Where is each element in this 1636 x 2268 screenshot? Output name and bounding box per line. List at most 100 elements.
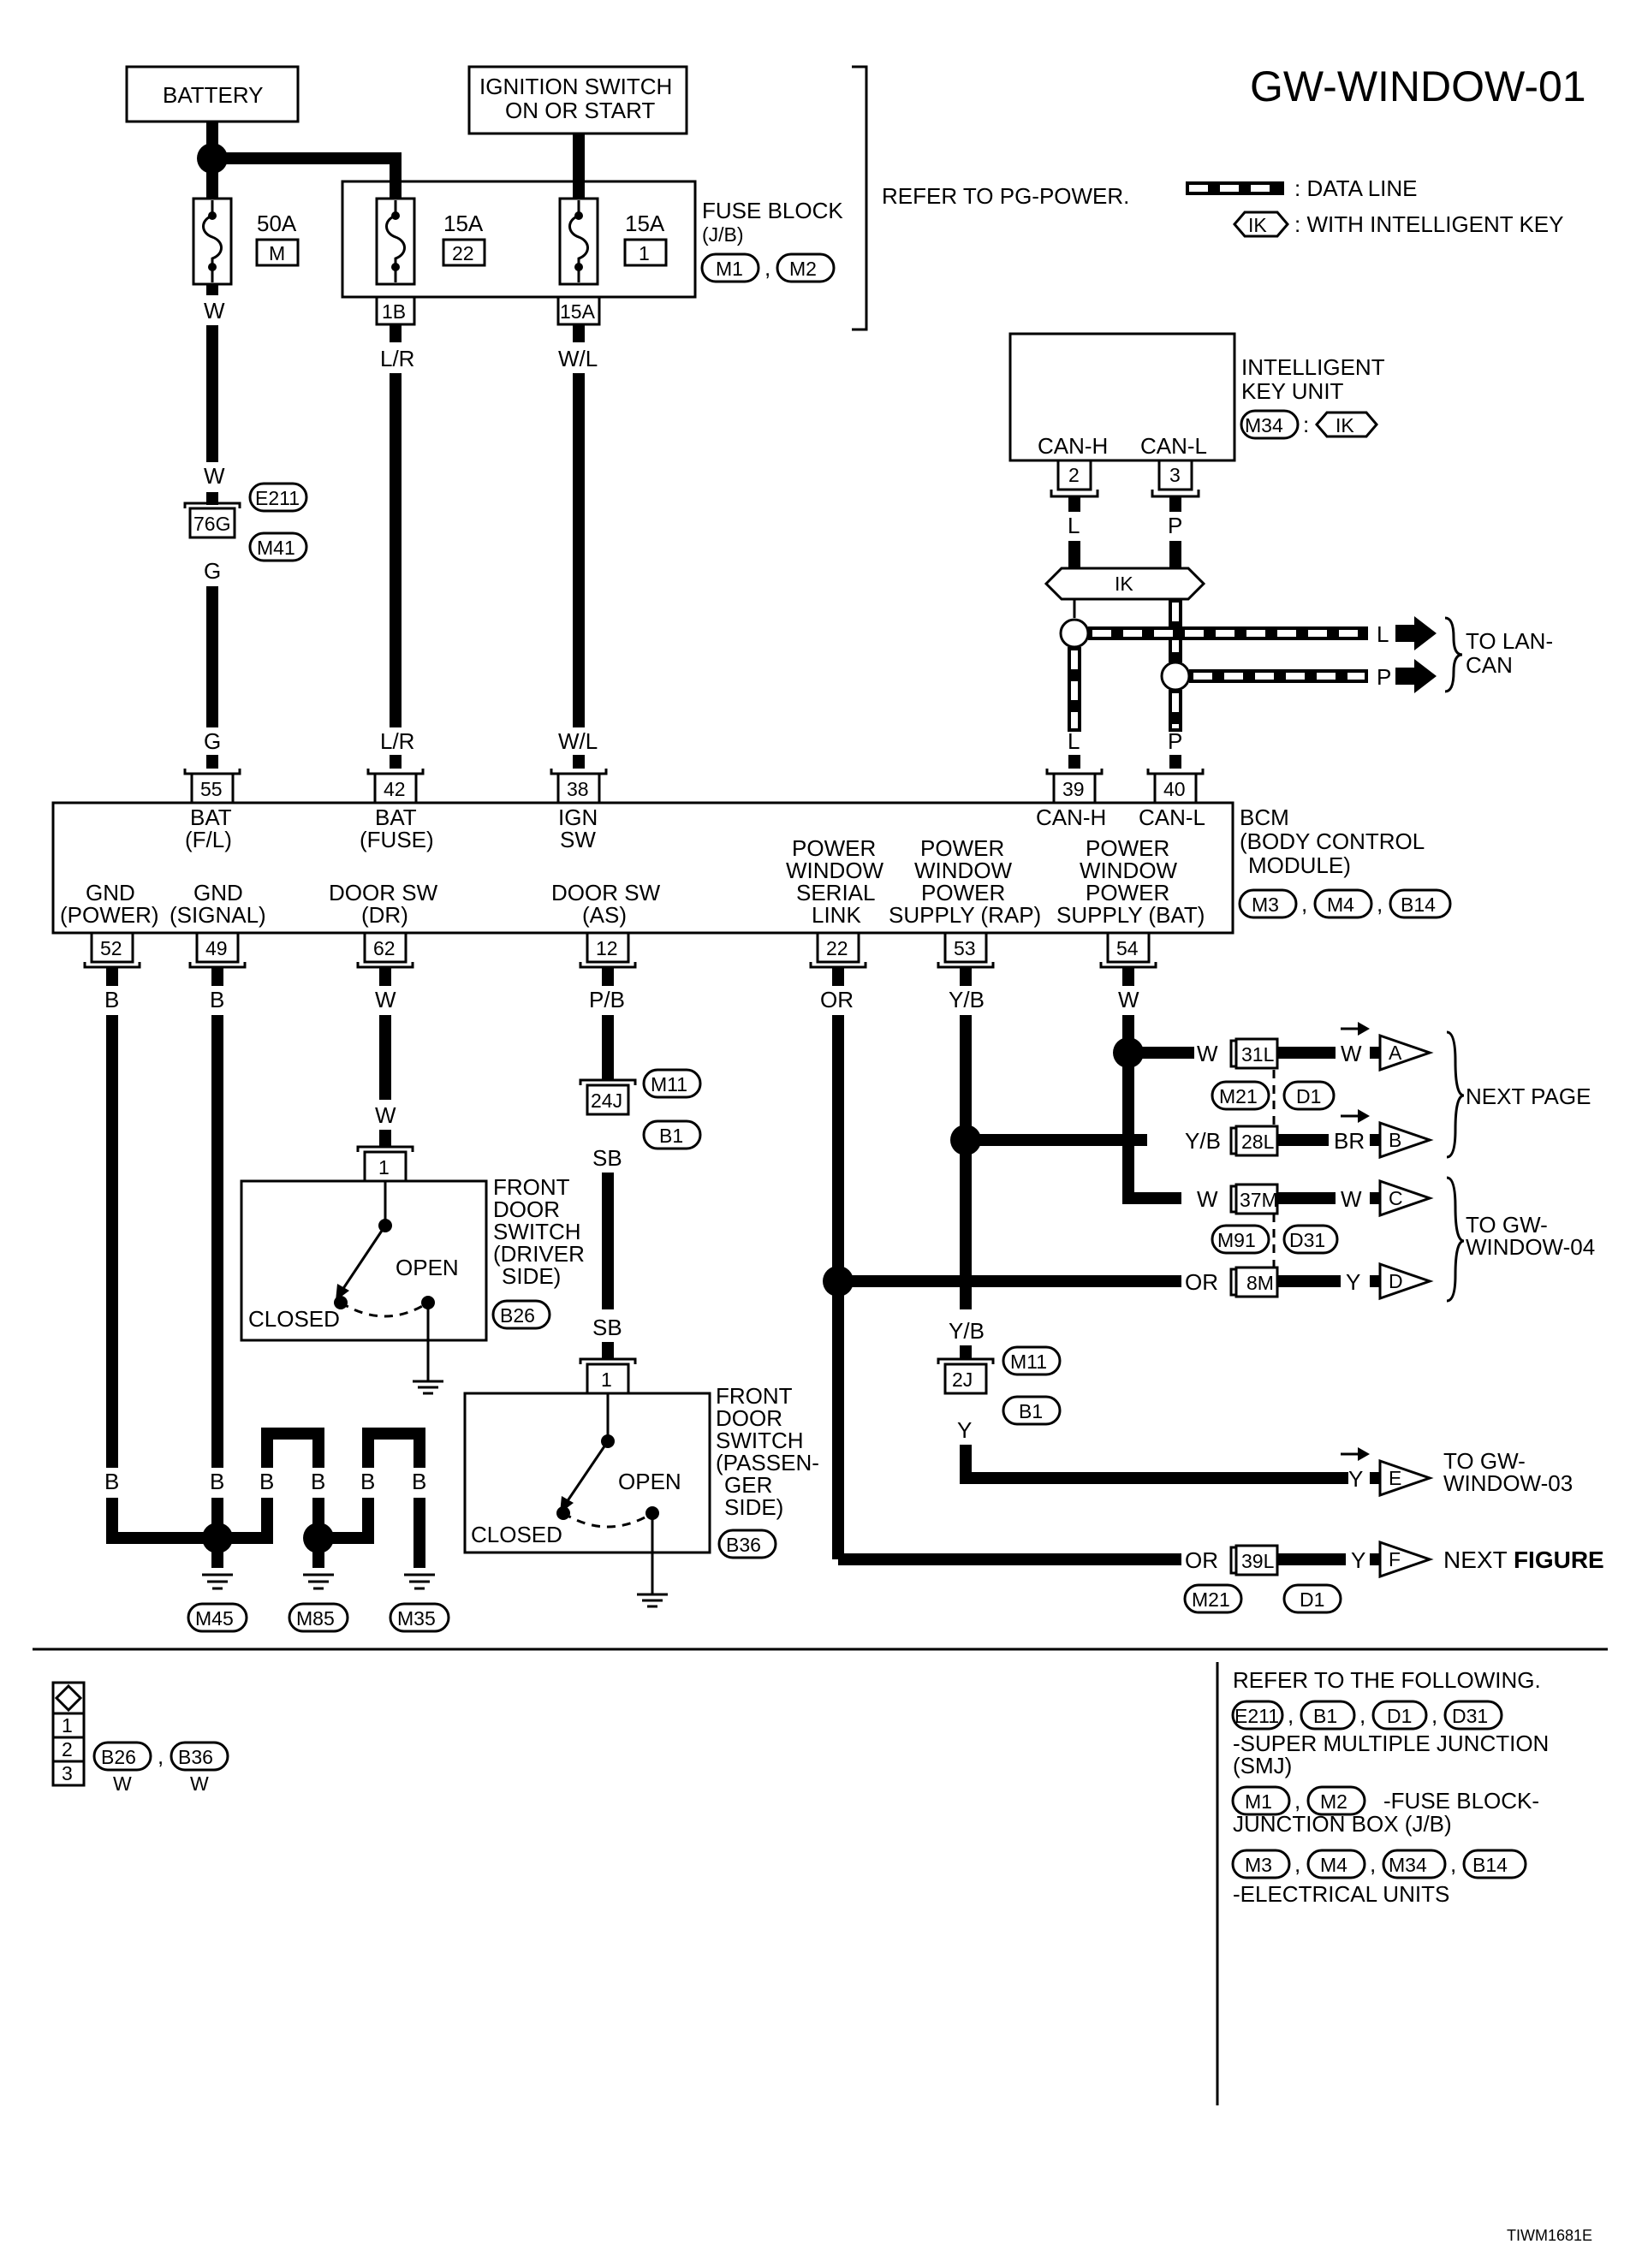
svg-text:POWER: POWER xyxy=(920,835,1004,861)
conn-pair-ab: M21 D1 xyxy=(1211,1070,1336,1126)
svg-text:B: B xyxy=(412,1469,426,1494)
svg-text:CAN-L: CAN-L xyxy=(1140,433,1207,459)
wire-label-w-62b: W xyxy=(375,1102,396,1128)
conn-b26: B26 xyxy=(500,1304,535,1327)
wire-label-b-49: B xyxy=(210,987,224,1012)
lan-label-2: CAN xyxy=(1466,652,1513,678)
svg-text:3: 3 xyxy=(1169,464,1181,486)
svg-text:INTELLIGENT: INTELLIGENT xyxy=(1241,354,1385,380)
refer-list: REFER TO THE FOLLOWING. E211 , B1 , D1 ,… xyxy=(1231,1667,1549,1907)
fuse-block-label: FUSE BLOCK (J/B) M1 , M2 xyxy=(700,198,843,283)
svg-text:,: , xyxy=(1377,891,1383,917)
svg-text:CAN-H: CAN-H xyxy=(1036,804,1106,830)
svg-text:(FUSE): (FUSE) xyxy=(360,827,434,852)
wire-label-y-2j: Y xyxy=(957,1417,972,1443)
ik-bus: IK xyxy=(1044,567,1206,601)
svg-text:-FUSE BLOCK-: -FUSE BLOCK- xyxy=(1383,1788,1539,1814)
svg-text:WINDOW: WINDOW xyxy=(1080,858,1178,883)
output-e: Y E xyxy=(1341,1447,1434,1498)
wire-label-w-54: W xyxy=(1118,987,1139,1012)
intelligent-key-unit: INTELLIGENT KEY UNIT M34 : IK CAN-H CAN-… xyxy=(1008,332,1385,491)
svg-text:E: E xyxy=(1389,1467,1401,1489)
svg-text:15A: 15A xyxy=(560,300,596,323)
svg-text:CLOSED: CLOSED xyxy=(471,1522,562,1547)
conn-m3: M3 xyxy=(1252,894,1279,916)
conn-m41: M41 xyxy=(257,537,295,559)
svg-text:1: 1 xyxy=(601,1369,612,1391)
svg-text:M34: M34 xyxy=(1389,1854,1427,1876)
svg-text:54: 54 xyxy=(1116,937,1139,959)
svg-text:,: , xyxy=(1431,1702,1437,1728)
svg-text:3: 3 xyxy=(62,1762,73,1784)
svg-text:31L: 31L xyxy=(1241,1043,1275,1066)
legend-ik-text: : WITH INTELLIGENT KEY xyxy=(1294,211,1563,237)
refer-pg-power: REFER TO PG-POWER. xyxy=(882,183,1129,209)
svg-text:2J: 2J xyxy=(952,1369,973,1391)
svg-text:,: , xyxy=(1359,1702,1365,1728)
wire-label-wl-1: W/L xyxy=(558,346,598,371)
label-gw03-1: TO GW- xyxy=(1443,1448,1526,1474)
svg-text:B: B xyxy=(259,1469,274,1494)
svg-text:50A: 50A xyxy=(257,211,297,236)
svg-text:BR: BR xyxy=(1334,1128,1365,1154)
svg-text:IK: IK xyxy=(1336,414,1354,436)
svg-text:KEY UNIT: KEY UNIT xyxy=(1241,378,1344,404)
svg-text:62: 62 xyxy=(373,937,396,959)
svg-text:B1: B1 xyxy=(1313,1705,1337,1727)
conn-b1-a: B1 xyxy=(659,1125,683,1147)
wire-label-or-22: OR xyxy=(820,987,854,1012)
svg-text:DOOR: DOOR xyxy=(493,1196,560,1222)
wire-label-g-2: G xyxy=(204,728,221,754)
svg-text:(F/L): (F/L) xyxy=(185,827,232,852)
svg-text:(BODY CONTROL: (BODY CONTROL xyxy=(1240,828,1425,854)
ignition-switch-box: IGNITION SWITCH ON OR START xyxy=(467,65,688,135)
junction-24j: 24J M11 B1 xyxy=(579,1068,702,1150)
svg-text:38: 38 xyxy=(567,778,589,800)
svg-text:22: 22 xyxy=(826,937,848,959)
wire-label-p-bcm: P xyxy=(1168,728,1182,754)
bcm-box xyxy=(51,801,1234,935)
svg-text:SUPPLY (BAT): SUPPLY (BAT) xyxy=(1056,902,1205,928)
svg-text:,: , xyxy=(1301,891,1307,917)
svg-text:CAN-L: CAN-L xyxy=(1139,804,1205,830)
table-conn-b26: B26 xyxy=(101,1746,136,1768)
svg-text:SIDE): SIDE) xyxy=(724,1494,783,1520)
bcm-top-pin-names: BAT (F/L) BAT (FUSE) IGN SW CAN-H CAN-L xyxy=(185,804,1205,852)
svg-text:DOOR: DOOR xyxy=(716,1405,782,1431)
svg-text:SIDE): SIDE) xyxy=(502,1263,561,1289)
svg-text:SWITCH: SWITCH xyxy=(493,1219,581,1244)
svg-text:Y: Y xyxy=(1346,1269,1360,1295)
svg-text:76G: 76G xyxy=(193,513,230,535)
conn-e211: E211 xyxy=(255,487,300,509)
wire-label-yb-53: Y/B xyxy=(949,987,985,1012)
svg-text:1B: 1B xyxy=(382,300,406,323)
svg-text:B: B xyxy=(311,1469,325,1494)
wire-label-g-1: G xyxy=(204,558,221,584)
svg-text:M91: M91 xyxy=(1217,1229,1256,1251)
fuse-15a-22: 15A 22 xyxy=(375,197,486,286)
svg-text:BAT: BAT xyxy=(190,804,232,830)
wire-label-lr-2: L/R xyxy=(380,728,414,754)
svg-text:B: B xyxy=(1389,1129,1401,1151)
bcm-bottom-pin-names: GND (POWER) GND (SIGNAL) DOOR SW (DR) DO… xyxy=(60,835,1205,928)
legend: : DATA LINE IK : WITH INTELLIGENT KEY xyxy=(1186,175,1563,238)
svg-text:D1: D1 xyxy=(1387,1705,1412,1727)
label-gw04-1: TO GW- xyxy=(1466,1212,1548,1238)
svg-text:-ELECTRICAL UNITS: -ELECTRICAL UNITS xyxy=(1233,1881,1449,1907)
conn-b36: B36 xyxy=(726,1534,761,1556)
svg-text:,: , xyxy=(764,255,770,281)
svg-text:JUNCTION BOX (J/B): JUNCTION BOX (J/B) xyxy=(1233,1811,1452,1837)
lan-label-1: TO LAN- xyxy=(1466,628,1553,654)
wire-label-pb-12: P/B xyxy=(589,987,625,1012)
svg-text:24J: 24J xyxy=(591,1089,622,1112)
svg-text:M4: M4 xyxy=(1320,1854,1347,1876)
svg-text:WINDOW: WINDOW xyxy=(914,858,1013,883)
svg-text:M1: M1 xyxy=(1245,1790,1272,1813)
svg-text:B: B xyxy=(210,1469,224,1494)
bcm-bottom-pins: 52 49 62 12 22 53 54 xyxy=(83,931,1157,969)
arrow-lan-p xyxy=(1395,659,1437,693)
svg-text:W: W xyxy=(190,1772,209,1795)
svg-text:OPEN: OPEN xyxy=(618,1469,681,1494)
svg-text:BATTERY: BATTERY xyxy=(163,82,264,108)
svg-text:BCM: BCM xyxy=(1240,804,1289,830)
